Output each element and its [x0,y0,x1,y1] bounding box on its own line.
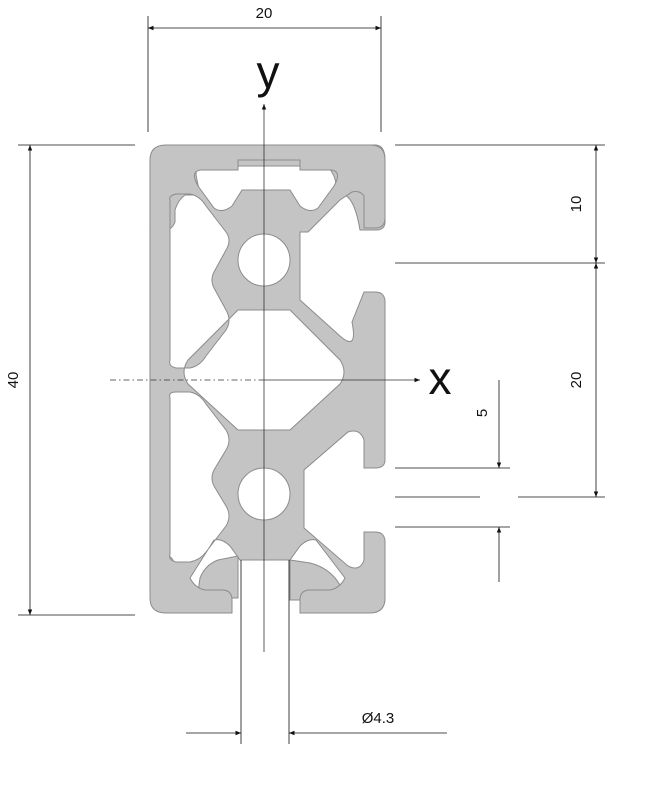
dimension-slot: 5 [395,380,510,582]
dimension-bore: Ø4.3 [186,560,447,744]
dimension-right: 10 20 [395,144,605,498]
dimension-total-height: 40 [5,144,135,616]
bore-label: Ø4.3 [362,710,395,727]
right-lower-label: 20 [568,372,585,389]
right-upper-label: 10 [568,196,585,213]
dimension-top-width: 20 [147,5,382,132]
slot-label: 5 [474,409,491,417]
x-axis-label: x [429,352,452,404]
y-axis-label: y [257,46,280,98]
aluminium-profile [149,144,386,614]
top-width-label: 20 [256,5,273,22]
total-height-label: 40 [5,372,22,389]
profile-outline [149,144,386,614]
coordinate-axes: y x [110,46,452,652]
